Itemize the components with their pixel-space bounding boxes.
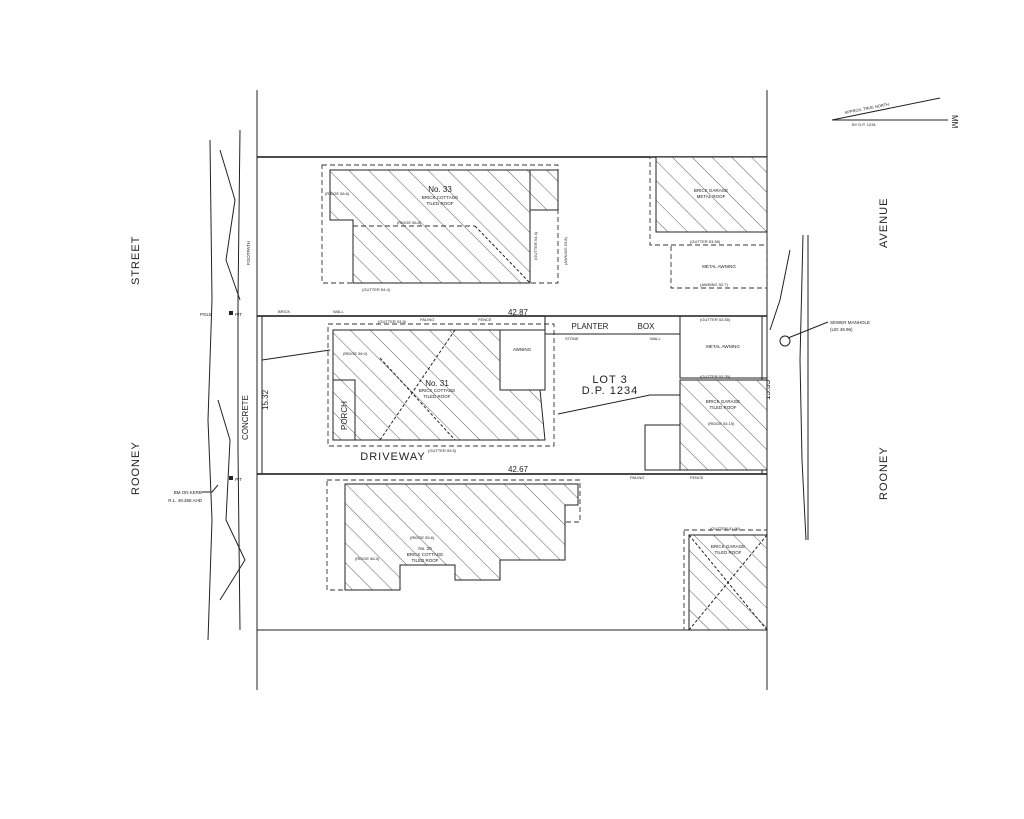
north-symbol: MM [950,115,959,129]
box-label: BOX [638,322,656,331]
awning-33: (AWNING 53.8) [563,236,568,265]
garage-top-roof: METAL ROOF [697,194,726,199]
house-no29: (RIDGE 56.3) (RIDGE 55.6) No. 29 BRICK C… [326,479,581,591]
gutter-garage-mid: (GUTTER 53.35) [700,374,731,379]
garage-bottom-desc: BRICK GARAGE [711,544,745,549]
garage-bottom-roof: TILED ROOF [714,550,741,555]
footpath-label: FOOTPATH [246,241,251,265]
paling-top: PALING [420,317,434,322]
pit-label: PIT [235,312,242,317]
gutter-33-side: (GUTTER 54.4) [533,231,538,260]
metal-awning-top: METAL AWNING [702,264,736,269]
ridge-29: (RIDGE 56.3) [355,556,380,561]
house-no29-name: No. 29 [418,546,432,551]
house-no33-roof: TILED ROOF [426,201,453,206]
ridge-garage-mid: (RIDGE 54.15) [708,421,735,426]
north-line2: BY D.P. 1234 [852,122,876,127]
garage-mid-desc: BRICK GARAGE [706,399,740,404]
wall-label: WALL [650,336,662,341]
fence-top: FENCE [478,317,492,322]
gutter-garage-bottom: (GUTTER 51.90) [710,526,741,531]
stone-label: STONE [565,336,579,341]
awning-garage-top: (AWNING 52.7) [700,282,729,287]
garage-top-desc: BRICK GARAGE [694,188,728,193]
street-names: STREET ROONEY AVENUE ROONEY [130,198,890,500]
north-arrow: APPROX. TRUE NORTH BY D.P. 1234 MM [831,97,959,129]
frontage-bottom: 42.67 [508,465,529,474]
street-features: CONCRETE FOOTPATH POLE PIT PIT BM ON KER… [168,241,870,503]
paling-bottom: PALING [630,475,644,480]
ridge-33b: (RIDGE 56.8) [397,220,422,225]
pole-label: POLE [200,312,212,317]
driveway-label: DRIVEWAY [360,451,425,463]
street-right-top: AVENUE [878,198,890,248]
concrete-label: CONCRETE [241,395,250,440]
metal-awning-mid: METAL AWNING [706,344,740,349]
pit-label-2: PIT [235,477,242,482]
fence-labels: BRICK PALING FENCE PALING FENCE WALL [278,309,704,480]
porch-label: PORCH [340,401,349,430]
house-no31-name: No. 31 [425,379,449,388]
street-right-bottom: ROONEY [878,446,890,500]
house-no31-desc: BRICK COTTAGE [419,388,455,393]
bm-rl: R.L. 49.358 AHD [168,498,203,503]
frontage-top: 42.87 [508,308,529,317]
house-no29-desc: BRICK COTTAGE [407,552,443,557]
gutter-garage-top: (GUTTER 53.55) [690,239,721,244]
fence-bottom: FENCE [690,475,704,480]
planter-label: PLANTER [572,322,609,331]
gutter-31-bottom: (GUTTER 53.5) [428,448,457,453]
ridge-31: (RIDGE 56.0) [343,351,368,356]
ridge-29b: (RIDGE 55.6) [410,535,435,540]
house-no29-roof: TILED ROOF [411,558,438,563]
house-no31: AWNING No. 31 BRICK COTTAGE TILED ROOF P… [261,308,772,474]
gutter-33: (GUTTER 54.4) [362,287,391,292]
gutter-garage-mid-top: (GUTTER 53.55) [700,317,731,322]
street-left-top: STREET [130,236,142,285]
garage-top: BRICK GARAGE METAL ROOF (GUTTER 53.55) M… [649,156,768,289]
sewer-lid: (LID 49.96) [830,327,853,332]
garage-middle: METAL AWNING (GUTTER 53.55) (GUTTER 53.3… [644,315,768,471]
planter-box: PLANTER BOX STONE WALL [544,315,681,341]
wall-label-33: WALL [333,309,345,314]
lot-name: LOT 3 [592,374,627,386]
bm-label: BM ON KERB [174,490,202,495]
street-left-bottom: ROONEY [130,441,142,495]
garage-bottom: (GUTTER 51.90) BRICK GARAGE TILED ROOF [683,526,768,631]
house-no31-roof: TILED ROOF [423,394,450,399]
brick-label: BRICK [278,309,291,314]
sewer-label: SEWER MANHOLE [830,320,870,325]
house-no33-name: No. 33 [428,185,452,194]
garage-mid-roof: TILED ROOF [709,405,736,410]
house-no33: No. 33 BRICK COTTAGE TILED ROOF (RIDGE 5… [321,164,568,292]
awning-label: AWNING [513,347,532,352]
gutter-31: (GUTTER 53.8) [378,319,407,324]
lot-plan: D.P. 1234 [582,385,639,397]
house-no33-desc: BRICK COTTAGE [422,195,458,200]
side-left: 15.32 [261,389,270,410]
ridge-33a: (RIDGE 56.6) [325,191,350,196]
